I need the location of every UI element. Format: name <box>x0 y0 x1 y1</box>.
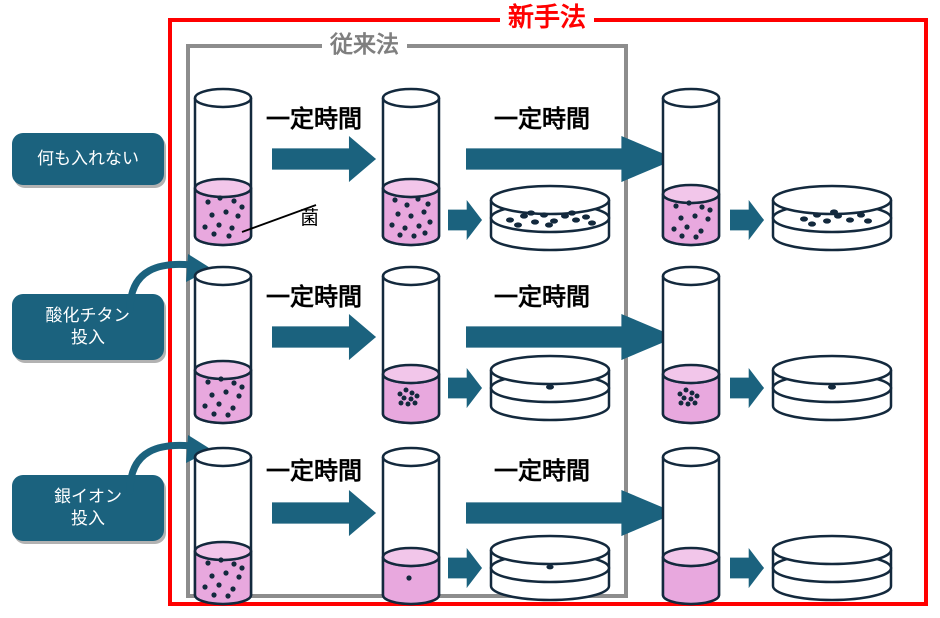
time-label-row2-step2: 一定時間 <box>494 284 590 311</box>
condition-button-tio2[interactable]: 酸化チタン 投入 <box>12 294 164 360</box>
dish-row1-new <box>768 184 896 258</box>
condition-label-control-line1: 何も入れない <box>37 149 139 169</box>
tube-row2-mid <box>380 265 442 425</box>
tube-row1-mid <box>380 87 442 247</box>
tube-row3-new <box>660 446 722 606</box>
time-label-row2-step1: 一定時間 <box>266 284 362 311</box>
feed-arrow-tio2 <box>118 252 238 314</box>
dish-row2-conventional <box>486 354 614 428</box>
dish-row2-new <box>768 354 896 428</box>
dish-row3-new <box>768 534 896 608</box>
tube-row2-new <box>660 265 722 425</box>
time-label-row1-step2: 一定時間 <box>494 106 590 133</box>
tube-row2-start <box>192 265 254 425</box>
condition-label-silver-line2: 投入 <box>71 509 105 528</box>
time-label-row1-step1: 一定時間 <box>266 106 362 133</box>
tube-row1-start <box>192 87 254 247</box>
bacteria-annotation-label: 菌 <box>300 208 320 229</box>
condition-label-silver-line1: 銀イオン <box>54 487 122 507</box>
tube-row1-new <box>660 87 722 247</box>
tube-row3-mid <box>380 446 442 606</box>
condition-label-tio2-line2: 投入 <box>71 328 105 347</box>
feed-arrow-silver <box>118 433 238 495</box>
condition-button-control[interactable]: 何も入れない <box>12 133 164 185</box>
conventional-method-frame-label: 従来法 <box>322 33 407 56</box>
tube-row3-start <box>192 446 254 606</box>
bacteria-leader-line <box>240 200 320 241</box>
dish-row1-conventional <box>486 184 614 258</box>
time-label-row3-step1: 一定時間 <box>266 458 362 485</box>
condition-label-tio2-line1: 酸化チタン <box>45 306 131 326</box>
dish-row3-conventional <box>486 534 614 608</box>
time-label-row3-step2: 一定時間 <box>494 458 590 485</box>
condition-button-silver[interactable]: 銀イオン 投入 <box>12 475 164 541</box>
new-method-frame-label: 新手法 <box>500 4 595 30</box>
